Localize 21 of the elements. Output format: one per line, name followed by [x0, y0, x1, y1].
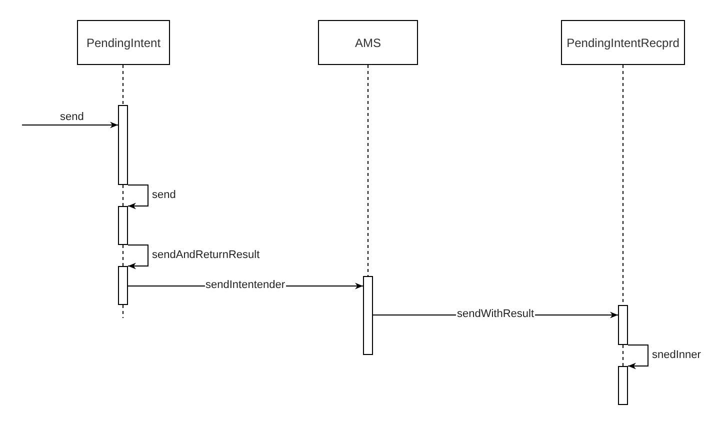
activation-bar: [118, 206, 128, 245]
activation-bar: [118, 105, 128, 185]
message-label: snedInner: [652, 348, 701, 362]
activation-bar: [618, 366, 628, 405]
message-arrow: [128, 244, 148, 270]
participant-box: PendingIntent: [77, 20, 170, 65]
message-label: sendAndReturnResult: [152, 248, 260, 262]
lifeline: [122, 184, 124, 206]
activation-bar: [118, 266, 128, 305]
message-label: send: [152, 188, 176, 202]
participant-box: AMS: [318, 20, 418, 65]
message-label: send: [60, 111, 84, 124]
lifeline: [122, 244, 124, 266]
message-arrow: [22, 122, 118, 128]
participant-box: PendingIntentRecprd: [561, 20, 685, 65]
message-arrow: [128, 184, 148, 210]
activation-bar: [363, 276, 373, 355]
activation-bar: [618, 305, 628, 345]
lifeline: [622, 344, 624, 366]
lifeline: [122, 64, 124, 106]
message-arrow: [628, 344, 648, 370]
